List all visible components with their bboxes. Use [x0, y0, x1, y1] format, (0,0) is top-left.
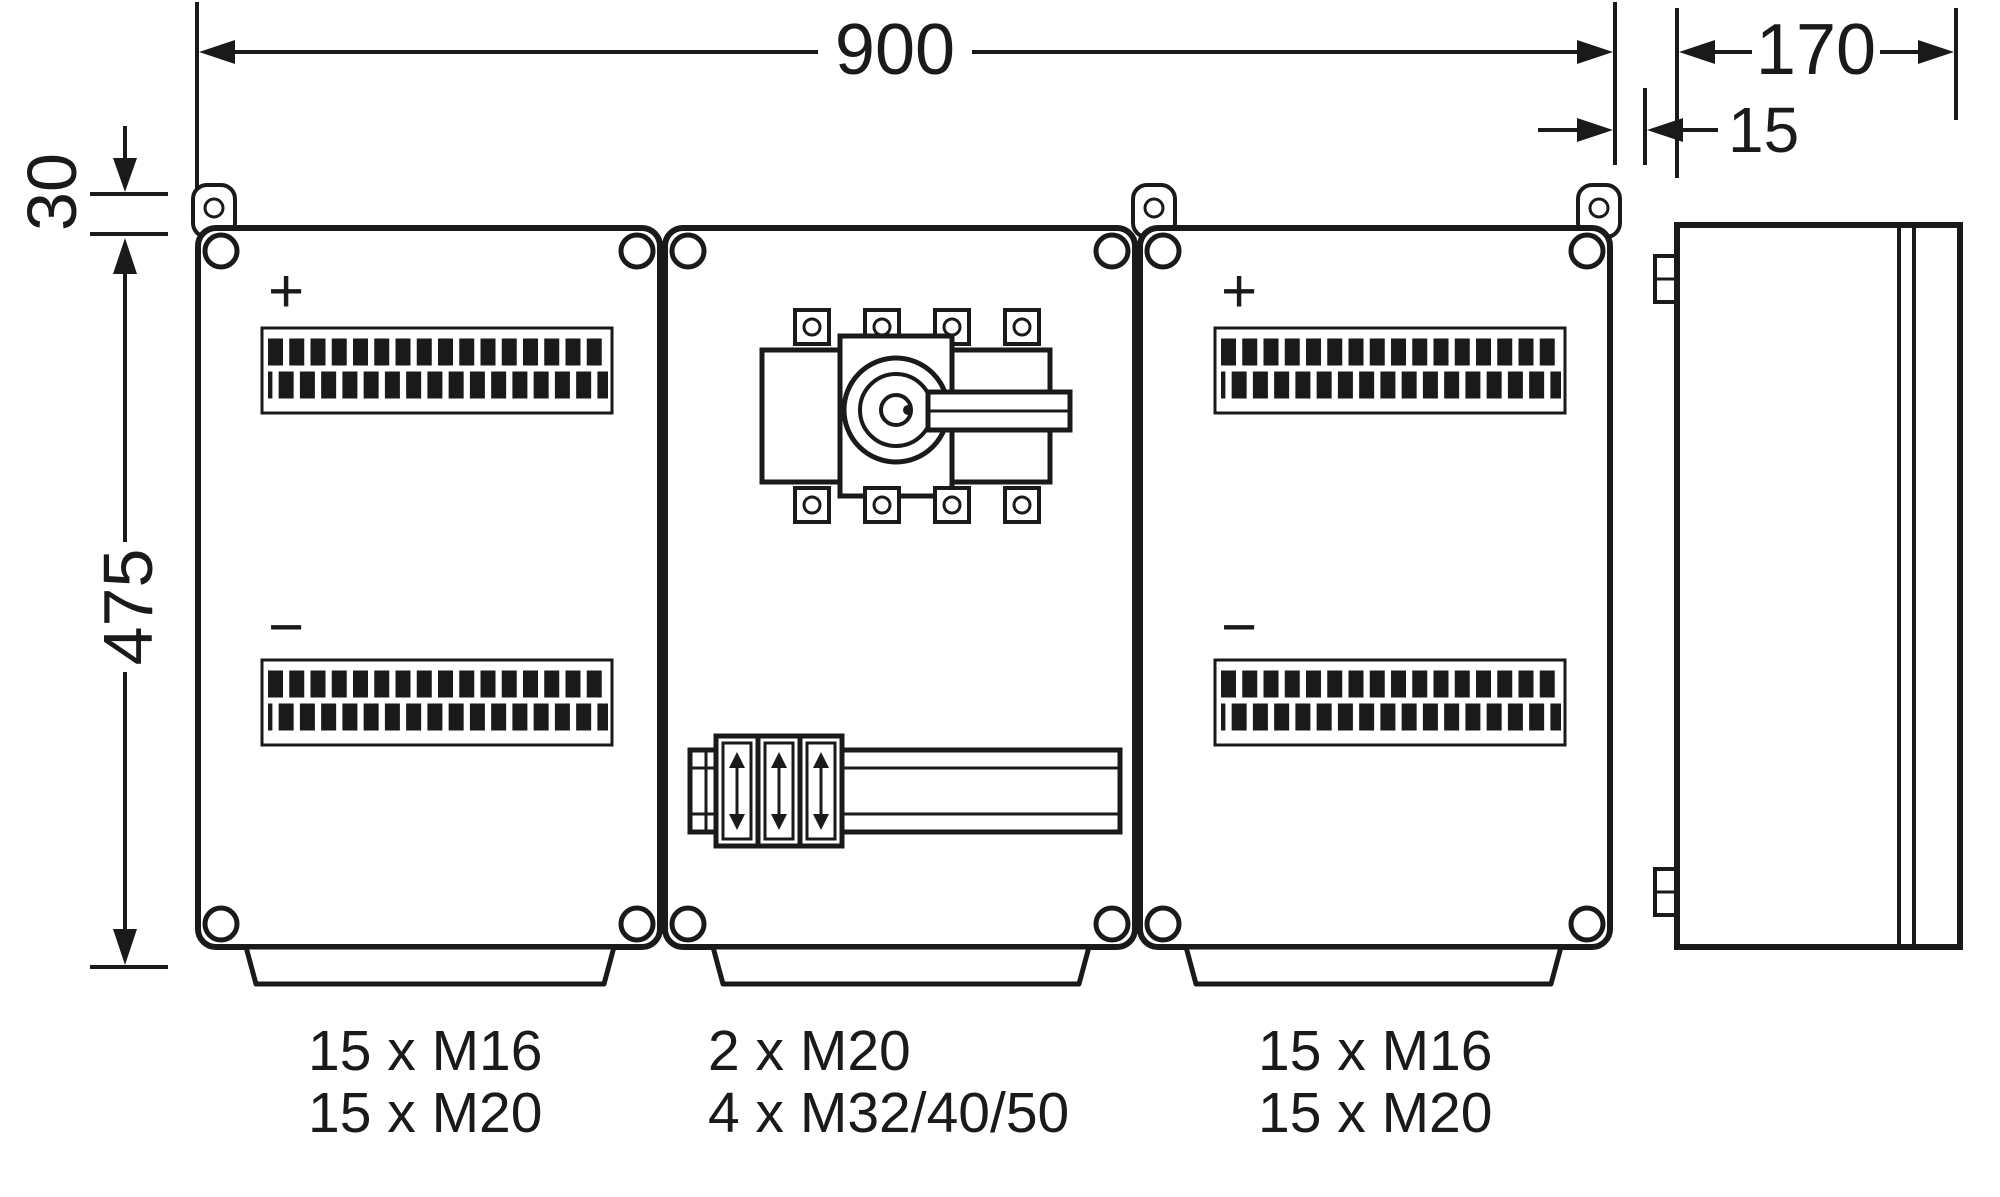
polarity-plus-label: + — [1221, 257, 1257, 326]
screw-icon — [669, 232, 707, 270]
arrow-right-icon — [1577, 118, 1613, 142]
mounting-lugs — [191, 183, 1622, 239]
dimension-475: 475 — [89, 238, 168, 969]
dim-900-label: 900 — [835, 10, 955, 90]
polarity-minus-label: − — [268, 593, 304, 662]
switch-terminal — [793, 486, 831, 524]
gland-label: 4 x M32/40/50 — [708, 1081, 1069, 1145]
dim-475-label: 475 — [89, 549, 167, 666]
arrow-left-icon — [1647, 118, 1683, 142]
dim-170-label: 170 — [1756, 10, 1876, 90]
arrow-down-icon — [771, 814, 787, 830]
enclosure-right-panel — [1137, 225, 1613, 950]
switch-terminal — [863, 486, 901, 524]
screw-icon — [202, 232, 240, 270]
corner-screws — [202, 232, 1606, 943]
dimension-170: 170 — [1675, 8, 1958, 178]
arrow-left-icon — [1679, 40, 1715, 64]
terminal-strip-plus — [260, 326, 614, 415]
rail-terminal-block — [797, 733, 845, 849]
terminal-strip-minus — [260, 658, 614, 747]
screw-icon — [618, 232, 656, 270]
arrow-right-icon — [1918, 40, 1954, 64]
dim-15-label: 15 — [1728, 94, 1799, 166]
enclosure-left-panel — [195, 225, 663, 950]
dimension-900: 900 — [195, 2, 1617, 205]
arrow-up-icon — [771, 752, 787, 768]
polarity-plus-label: + — [268, 257, 304, 326]
switch-terminal — [1003, 486, 1041, 524]
arrow-right-icon — [1577, 40, 1613, 64]
arrow-down-icon — [113, 158, 137, 192]
switch-left-block — [759, 347, 843, 485]
gland-label: 15 x M16 — [308, 1019, 542, 1083]
bottom-flange — [243, 944, 617, 987]
lug-hole-icon — [1143, 197, 1165, 219]
dim-30-label: 30 — [13, 153, 91, 231]
arrow-down-icon — [813, 814, 829, 830]
side-view — [1653, 222, 1963, 950]
right-panel-content: + − — [1213, 257, 1567, 747]
terminal-strip-plus — [1213, 326, 1567, 415]
polarity-minus-label: − — [1221, 593, 1257, 662]
arrow-up-icon — [729, 752, 745, 768]
gland-label: 15 x M16 — [1258, 1019, 1492, 1083]
bottom-flange — [1183, 944, 1564, 987]
dimension-30: 30 — [13, 126, 168, 236]
lug-hole-icon — [203, 197, 225, 219]
dimension-15: 15 — [1538, 88, 1799, 166]
bottom-flange — [710, 944, 1092, 987]
din-rail-assembly — [687, 733, 1123, 849]
gland-label: 2 x M20 — [708, 1019, 911, 1083]
arrow-down-icon — [729, 814, 745, 830]
screw-icon — [1568, 905, 1606, 943]
side-view-body — [1674, 222, 1963, 950]
gland-label: 15 x M20 — [308, 1081, 542, 1145]
arrow-left-icon — [199, 40, 235, 64]
arrow-up-icon — [813, 752, 829, 768]
arrow-down-icon — [113, 929, 137, 965]
switch-terminal — [793, 308, 831, 346]
switch-disconnector — [759, 308, 1073, 524]
rail-terminal-block — [713, 733, 761, 849]
switch-terminal — [1003, 308, 1041, 346]
screw-icon — [669, 905, 707, 943]
screw-icon — [618, 905, 656, 943]
screw-icon — [1568, 232, 1606, 270]
left-panel-content: + − — [260, 257, 614, 747]
screw-icon — [1093, 905, 1131, 943]
terminal-strip-minus — [1213, 658, 1567, 747]
gland-label: 15 x M20 — [1258, 1081, 1492, 1145]
lug-hole-icon — [1588, 197, 1610, 219]
screw-icon — [1144, 905, 1182, 943]
screw-icon — [1144, 232, 1182, 270]
switch-terminal — [933, 486, 971, 524]
screw-icon — [202, 905, 240, 943]
arrow-up-icon — [113, 238, 137, 274]
cable-gland-labels: 15 x M16 15 x M20 2 x M20 4 x M32/40/50 … — [308, 1019, 1492, 1145]
rail-terminal-block — [755, 733, 803, 849]
screw-icon — [1093, 232, 1131, 270]
